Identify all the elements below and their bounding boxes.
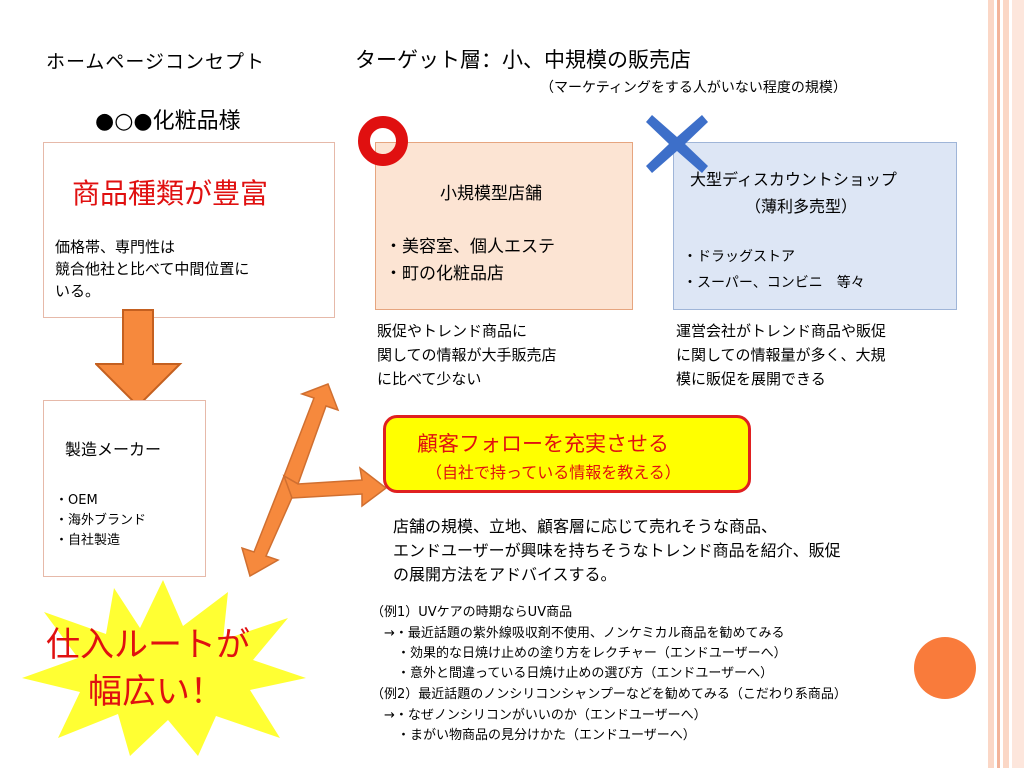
decorative-stripe xyxy=(997,0,1000,768)
decorative-stripe xyxy=(988,0,994,768)
large-store-note: 運営会社がトレンド商品や販促 xyxy=(676,322,887,340)
example-line: （例1）UVケアの時期ならUV商品 xyxy=(371,605,573,620)
follow-desc: の展開方法をアドバイスする。 xyxy=(393,565,617,584)
product-variety-headline: 商品種類が豊富 xyxy=(72,177,269,210)
maker-item: ・海外ブランド xyxy=(55,513,147,528)
three-way-arrow-icon xyxy=(240,383,388,578)
large-store-title: 大型ディスカウントショップ xyxy=(690,170,897,189)
small-store-title: 小規模型店舗 xyxy=(440,184,542,204)
circle-ok-icon xyxy=(358,116,408,166)
large-store-box xyxy=(673,142,957,310)
target-note: （マーケティングをする人がいない程度の規模） xyxy=(540,80,847,96)
example-line: ・効果的な日焼け止めの塗り方をレクチャー（エンドユーザーへ） xyxy=(371,646,787,661)
product-variety-line: 価格帯、専門性は xyxy=(55,238,176,256)
large-store-item: ・スーパー、コンビニ 等々 xyxy=(683,275,865,291)
example-line: →・なぜノンシリコンがいいのか（エンドユーザーへ） xyxy=(371,708,707,723)
burst-line: 幅広い！ xyxy=(88,672,224,712)
example-line: （例2）最近話題のノンシリコンシャンプーなどを勧めてみる（こだわり系商品） xyxy=(371,687,847,702)
product-variety-line: 競合他社と比べて中間位置に xyxy=(55,260,250,278)
small-store-note: 関しての情報が大手販売店 xyxy=(377,346,557,364)
decorative-stripe xyxy=(1003,0,1009,768)
maker-box xyxy=(43,400,206,577)
target-heading: ターゲット層：小、中規模の販売店 xyxy=(355,48,691,72)
example-line: →・最近話題の紫外線吸収剤不使用、ノンケミカル商品を勧めてみる xyxy=(371,626,785,641)
customer-follow-subtitle: （自社で持っている情報を教える） xyxy=(426,463,681,482)
customer-follow-box xyxy=(383,415,751,493)
large-store-note: に関しての情報量が多く、大規 xyxy=(676,346,886,364)
large-store-subtitle: （薄利多売型） xyxy=(745,197,858,216)
maker-item: ・OEM xyxy=(55,493,98,508)
small-store-item: ・町の化粧品店 xyxy=(385,264,504,284)
small-store-box xyxy=(375,142,633,310)
example-line: ・まがい物商品の見分けかた（エンドユーザーへ） xyxy=(371,728,696,743)
maker-title: 製造メーカー xyxy=(65,440,162,459)
decorative-stripe xyxy=(1012,0,1024,768)
example-line: ・意外と間違っている日焼け止めの選び方（エンドユーザーへ） xyxy=(371,666,774,681)
page-title: ホームページコンセプト xyxy=(46,51,266,73)
cross-ng-icon xyxy=(646,115,708,173)
follow-desc: 店舗の規模、立地、顧客層に応じて売れそうな商品、 xyxy=(393,517,778,536)
product-variety-box xyxy=(43,142,335,318)
large-store-item: ・ドラッグストア xyxy=(683,249,795,265)
decorative-circle xyxy=(914,637,976,699)
burst-line: 仕入ルートが xyxy=(46,625,250,665)
product-variety-line: いる。 xyxy=(55,282,101,300)
client-name: ●○●化粧品様 xyxy=(95,109,241,134)
customer-follow-title: 顧客フォローを充実させる xyxy=(417,432,669,456)
small-store-item: ・美容室、個人エステ xyxy=(385,237,555,257)
small-store-note: に比べて少ない xyxy=(377,370,482,388)
follow-desc: エンドユーザーが興味を持ちそうなトレンド商品を紹介、販促 xyxy=(393,541,841,560)
small-store-note: 販促やトレンド商品に xyxy=(377,322,528,340)
large-store-note: 模に販促を展開できる xyxy=(676,370,826,388)
starburst-icon xyxy=(22,580,306,756)
down-arrow-icon xyxy=(95,309,183,408)
maker-item: ・自社製造 xyxy=(55,533,121,548)
